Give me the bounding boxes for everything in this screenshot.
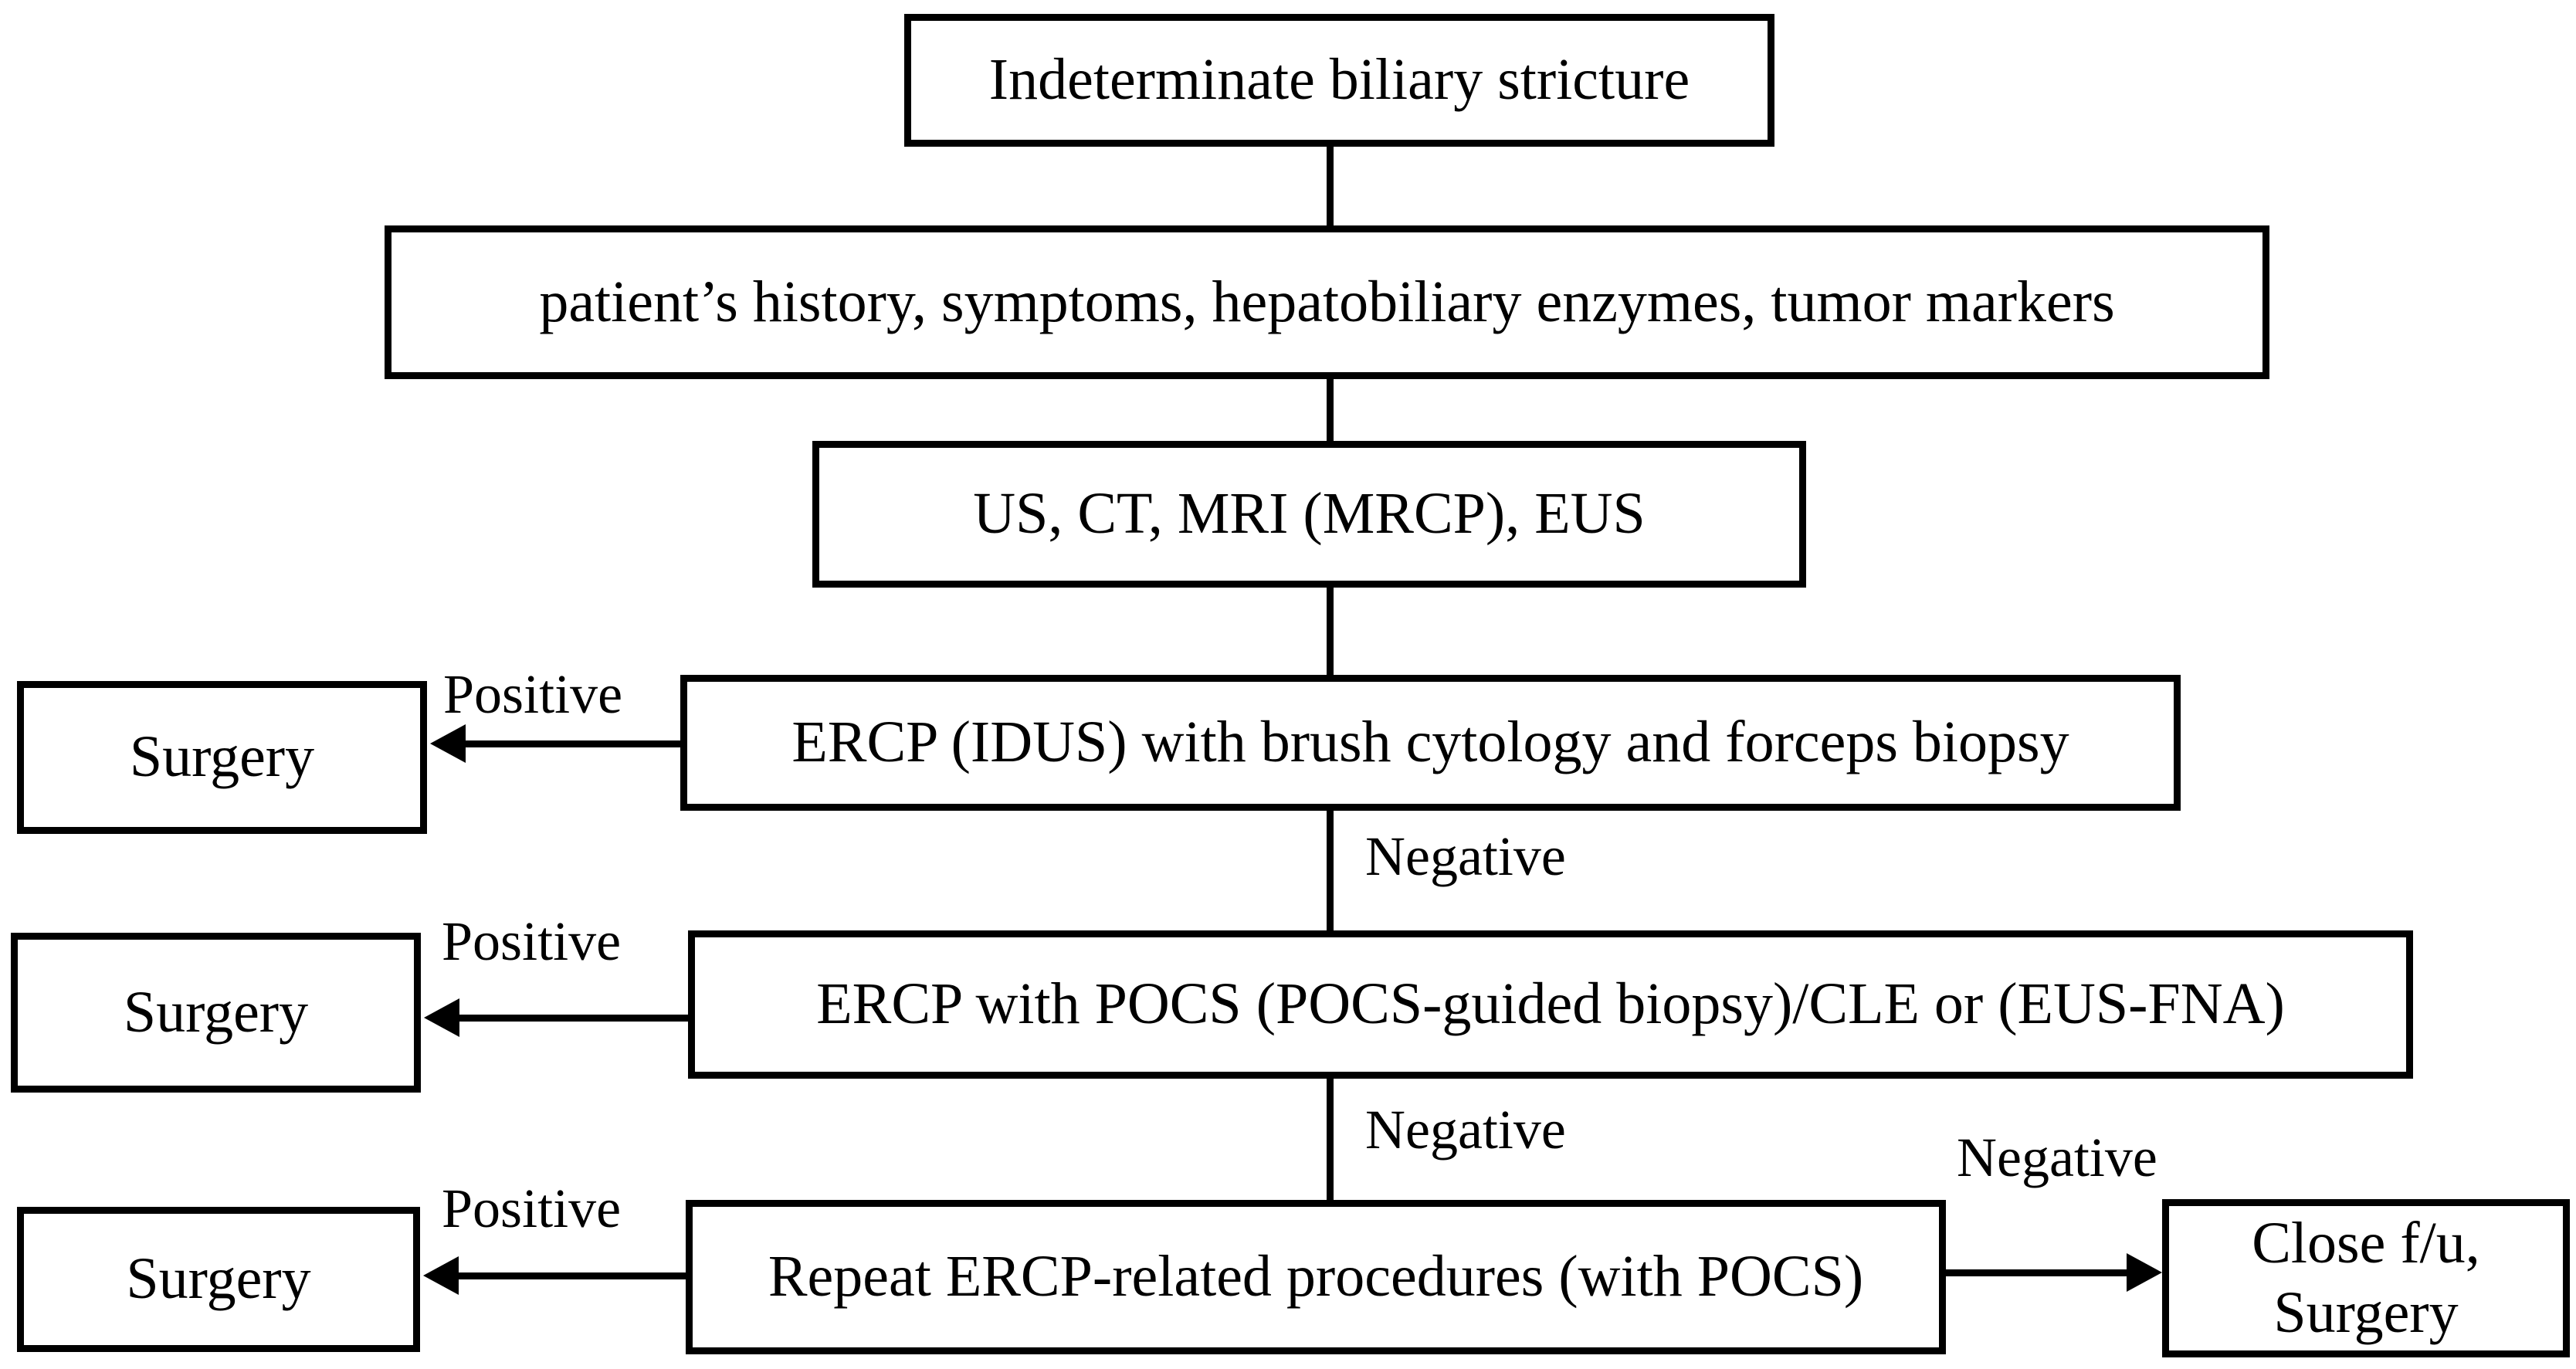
- edge-label-positive-3: Positive: [442, 1178, 622, 1239]
- node-close-followup-surgery: Close f/u, Surgery: [2162, 1199, 2570, 1357]
- arrowhead-left-icon: [423, 1256, 459, 1295]
- arrowhead-left-icon: [424, 998, 459, 1037]
- arrowhead-right-icon: [2127, 1253, 2162, 1292]
- node-ercp-pocs-cle-eus-fna: ERCP with POCS (POCS-guided biopsy)/CLE …: [688, 930, 2413, 1079]
- edge-label-negative-3: Negative: [1957, 1127, 2157, 1188]
- node-close-followup-line2: Surgery: [2273, 1279, 2459, 1345]
- connector-ercp-idus-to-ercp-pocs: [1327, 808, 1334, 934]
- node-imaging-modalities: US, CT, MRI (MRCP), EUS: [812, 441, 1806, 588]
- node-close-followup-line1: Close f/u,: [2252, 1210, 2480, 1276]
- node-surgery-3-label: Surgery: [126, 1246, 311, 1312]
- edge-label-positive-1: Positive: [443, 663, 623, 725]
- node-surgery-1: Surgery: [17, 681, 427, 834]
- edge-label-negative-2: Negative: [1365, 1099, 1566, 1161]
- node-ercp-pocs-cle-eus-fna-label: ERCP with POCS (POCS-guided biopsy)/CLE …: [816, 971, 2285, 1037]
- node-ercp-idus-brush-cytology-label: ERCP (IDUS) with brush cytology and forc…: [791, 710, 2069, 775]
- node-repeat-ercp-procedures-label: Repeat ERCP-related procedures (with POC…: [768, 1244, 1864, 1310]
- arrowhead-left-icon: [430, 724, 466, 763]
- connector-imaging-to-ercp-idus: [1327, 585, 1334, 678]
- node-imaging-modalities-label: US, CT, MRI (MRCP), EUS: [973, 481, 1646, 547]
- node-surgery-3: Surgery: [17, 1207, 420, 1352]
- arrow-line: [459, 740, 680, 747]
- connector-indeterminate-to-history: [1327, 144, 1334, 229]
- connector-history-to-imaging: [1327, 376, 1334, 444]
- arrow-line: [452, 1272, 686, 1279]
- node-patient-history: patient’s history, symptoms, hepatobilia…: [385, 225, 2269, 379]
- edge-label-negative-1: Negative: [1365, 825, 1566, 887]
- node-repeat-ercp-procedures: Repeat ERCP-related procedures (with POC…: [686, 1200, 1946, 1354]
- node-patient-history-label: patient’s history, symptoms, hepatobilia…: [539, 269, 2115, 334]
- node-close-followup-surgery-label: Close f/u, Surgery: [2252, 1209, 2480, 1347]
- node-indeterminate-biliary-stricture: Indeterminate biliary stricture: [904, 14, 1774, 147]
- node-surgery-1-label: Surgery: [129, 724, 315, 790]
- arrow-line: [453, 1015, 688, 1022]
- edge-label-positive-2: Positive: [442, 910, 622, 972]
- node-surgery-2-label: Surgery: [123, 979, 309, 1045]
- node-ercp-idus-brush-cytology: ERCP (IDUS) with brush cytology and forc…: [680, 675, 2181, 811]
- node-surgery-2: Surgery: [11, 933, 421, 1093]
- node-indeterminate-biliary-stricture-label: Indeterminate biliary stricture: [988, 47, 1690, 113]
- connector-ercp-pocs-to-repeat-ercp: [1327, 1076, 1334, 1203]
- arrow-line: [1946, 1269, 2133, 1276]
